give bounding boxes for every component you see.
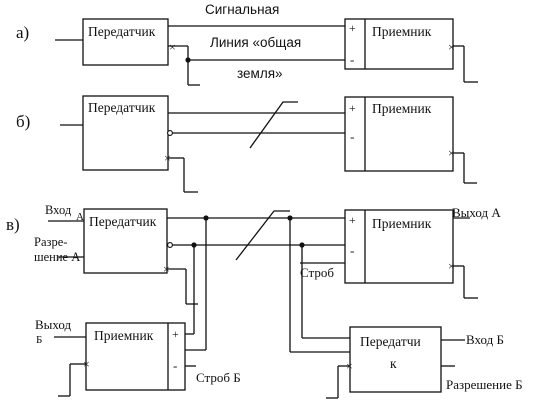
panel-a-receiver-ground-mark: × bbox=[448, 40, 455, 54]
panel-a-receiver-minus: - bbox=[350, 52, 354, 67]
panel-v-twist-mark bbox=[235, 210, 290, 261]
panel-v-transmitter-b-ground-mark: × bbox=[346, 359, 353, 373]
panel-a-ground-junction bbox=[185, 57, 191, 63]
panel-a-transmitter-label: Передатчик bbox=[88, 24, 156, 39]
panel-b-transmitter-box bbox=[82, 95, 169, 171]
panel-b-transmitter-label: Передатчик bbox=[88, 100, 156, 115]
panel-v-receiver-a-minus: - bbox=[350, 243, 354, 258]
panel-v-enable-a-label-1: Разре- bbox=[34, 235, 67, 249]
panel-v-output-b-label: Выход bbox=[35, 317, 72, 332]
panel-v-receiver-b-label: Приемник bbox=[94, 328, 154, 343]
panel-a-receiver-box bbox=[344, 18, 454, 70]
panel-b-receiver-box bbox=[344, 96, 454, 172]
panel-b-receiver-ground-mark: × bbox=[448, 146, 455, 160]
panel-v-junction-upper-left bbox=[203, 215, 209, 221]
panel-v-input-a-sub: А bbox=[76, 211, 84, 223]
panel-v-strobe-label: Строб bbox=[300, 265, 334, 280]
panel-v-junction-upper-right bbox=[287, 215, 293, 221]
panel-b-twist-mark bbox=[249, 101, 298, 149]
panel-b-receiver-label: Приемник bbox=[372, 101, 432, 116]
panel-a-receiver-label: Приемник bbox=[372, 24, 432, 39]
panel-v-junction-lower-right bbox=[299, 242, 305, 248]
panel-v-transmitter-a-ground-mark: × bbox=[163, 262, 170, 276]
panel-a-signal-line-label: Сигнальная bbox=[205, 2, 279, 17]
panel-v-transmitter-b-label-1: Передатчи bbox=[360, 334, 421, 349]
panel-a: а) Передатчик × + - Приемник × Сигнальна… bbox=[16, 2, 478, 86]
panel-v-junction-lower-left bbox=[191, 242, 197, 248]
panel-v-receiver-a-label: Приемник bbox=[372, 216, 432, 231]
panel-v-transmitter-b-label-2: к bbox=[390, 356, 397, 371]
panel-v-transmitter-a-box bbox=[83, 208, 168, 274]
panel-v-receiver-b-minus: - bbox=[173, 358, 177, 373]
panel-v-receiver-b-plus: + bbox=[172, 327, 179, 341]
panel-v-label: в) bbox=[6, 215, 20, 234]
panel-v-receiver-a-box bbox=[344, 209, 454, 284]
panel-v-strobe-b-label: Строб Б bbox=[196, 370, 241, 385]
panel-b-receiver-minus: - bbox=[350, 129, 354, 144]
panel-a-transmitter-ground-mark: × bbox=[169, 40, 176, 54]
panel-a-transmitter-box bbox=[82, 18, 169, 66]
panel-v-transmitter-a-label: Передатчик bbox=[89, 214, 157, 229]
panel-b: б) Передатчик × + - Приемник × bbox=[16, 95, 477, 193]
panel-b-inverted-output bbox=[167, 130, 173, 136]
panel-a-ground-line-label-1: Линия «общая bbox=[210, 35, 301, 50]
panel-b-transmitter-ground-mark: × bbox=[164, 151, 171, 165]
panel-v-receiver-a-plus: + bbox=[349, 213, 356, 227]
panel-v-receiver-b-ground-mark: × bbox=[83, 357, 90, 371]
panel-b-receiver-plus: + bbox=[349, 101, 356, 115]
panel-v-enable-a-label-2: шение А bbox=[34, 250, 80, 264]
panel-b-label: б) bbox=[16, 112, 30, 131]
panel-v-transmitter-b-box bbox=[349, 326, 442, 393]
panel-v-input-b-label: Вход Б bbox=[466, 332, 504, 347]
panel-v-transmitter-a-inverted-output bbox=[167, 242, 173, 248]
panel-v-receiver-a-ground-mark: × bbox=[448, 259, 455, 273]
panel-a-ground-line-label-2: земля» bbox=[237, 66, 283, 81]
panel-v-enable-b-label: Разрешение Б bbox=[446, 377, 523, 392]
panel-a-receiver-plus: + bbox=[349, 21, 356, 35]
panel-v-output-a-label: Выход А bbox=[452, 205, 501, 220]
panel-v-output-b-sub: Б bbox=[36, 334, 42, 346]
panel-v-input-a-label: Вход bbox=[45, 203, 72, 217]
panel-a-label-backdrop bbox=[207, 33, 327, 50]
panel-a-label: а) bbox=[16, 23, 29, 42]
panel-v: в) bbox=[6, 203, 523, 399]
